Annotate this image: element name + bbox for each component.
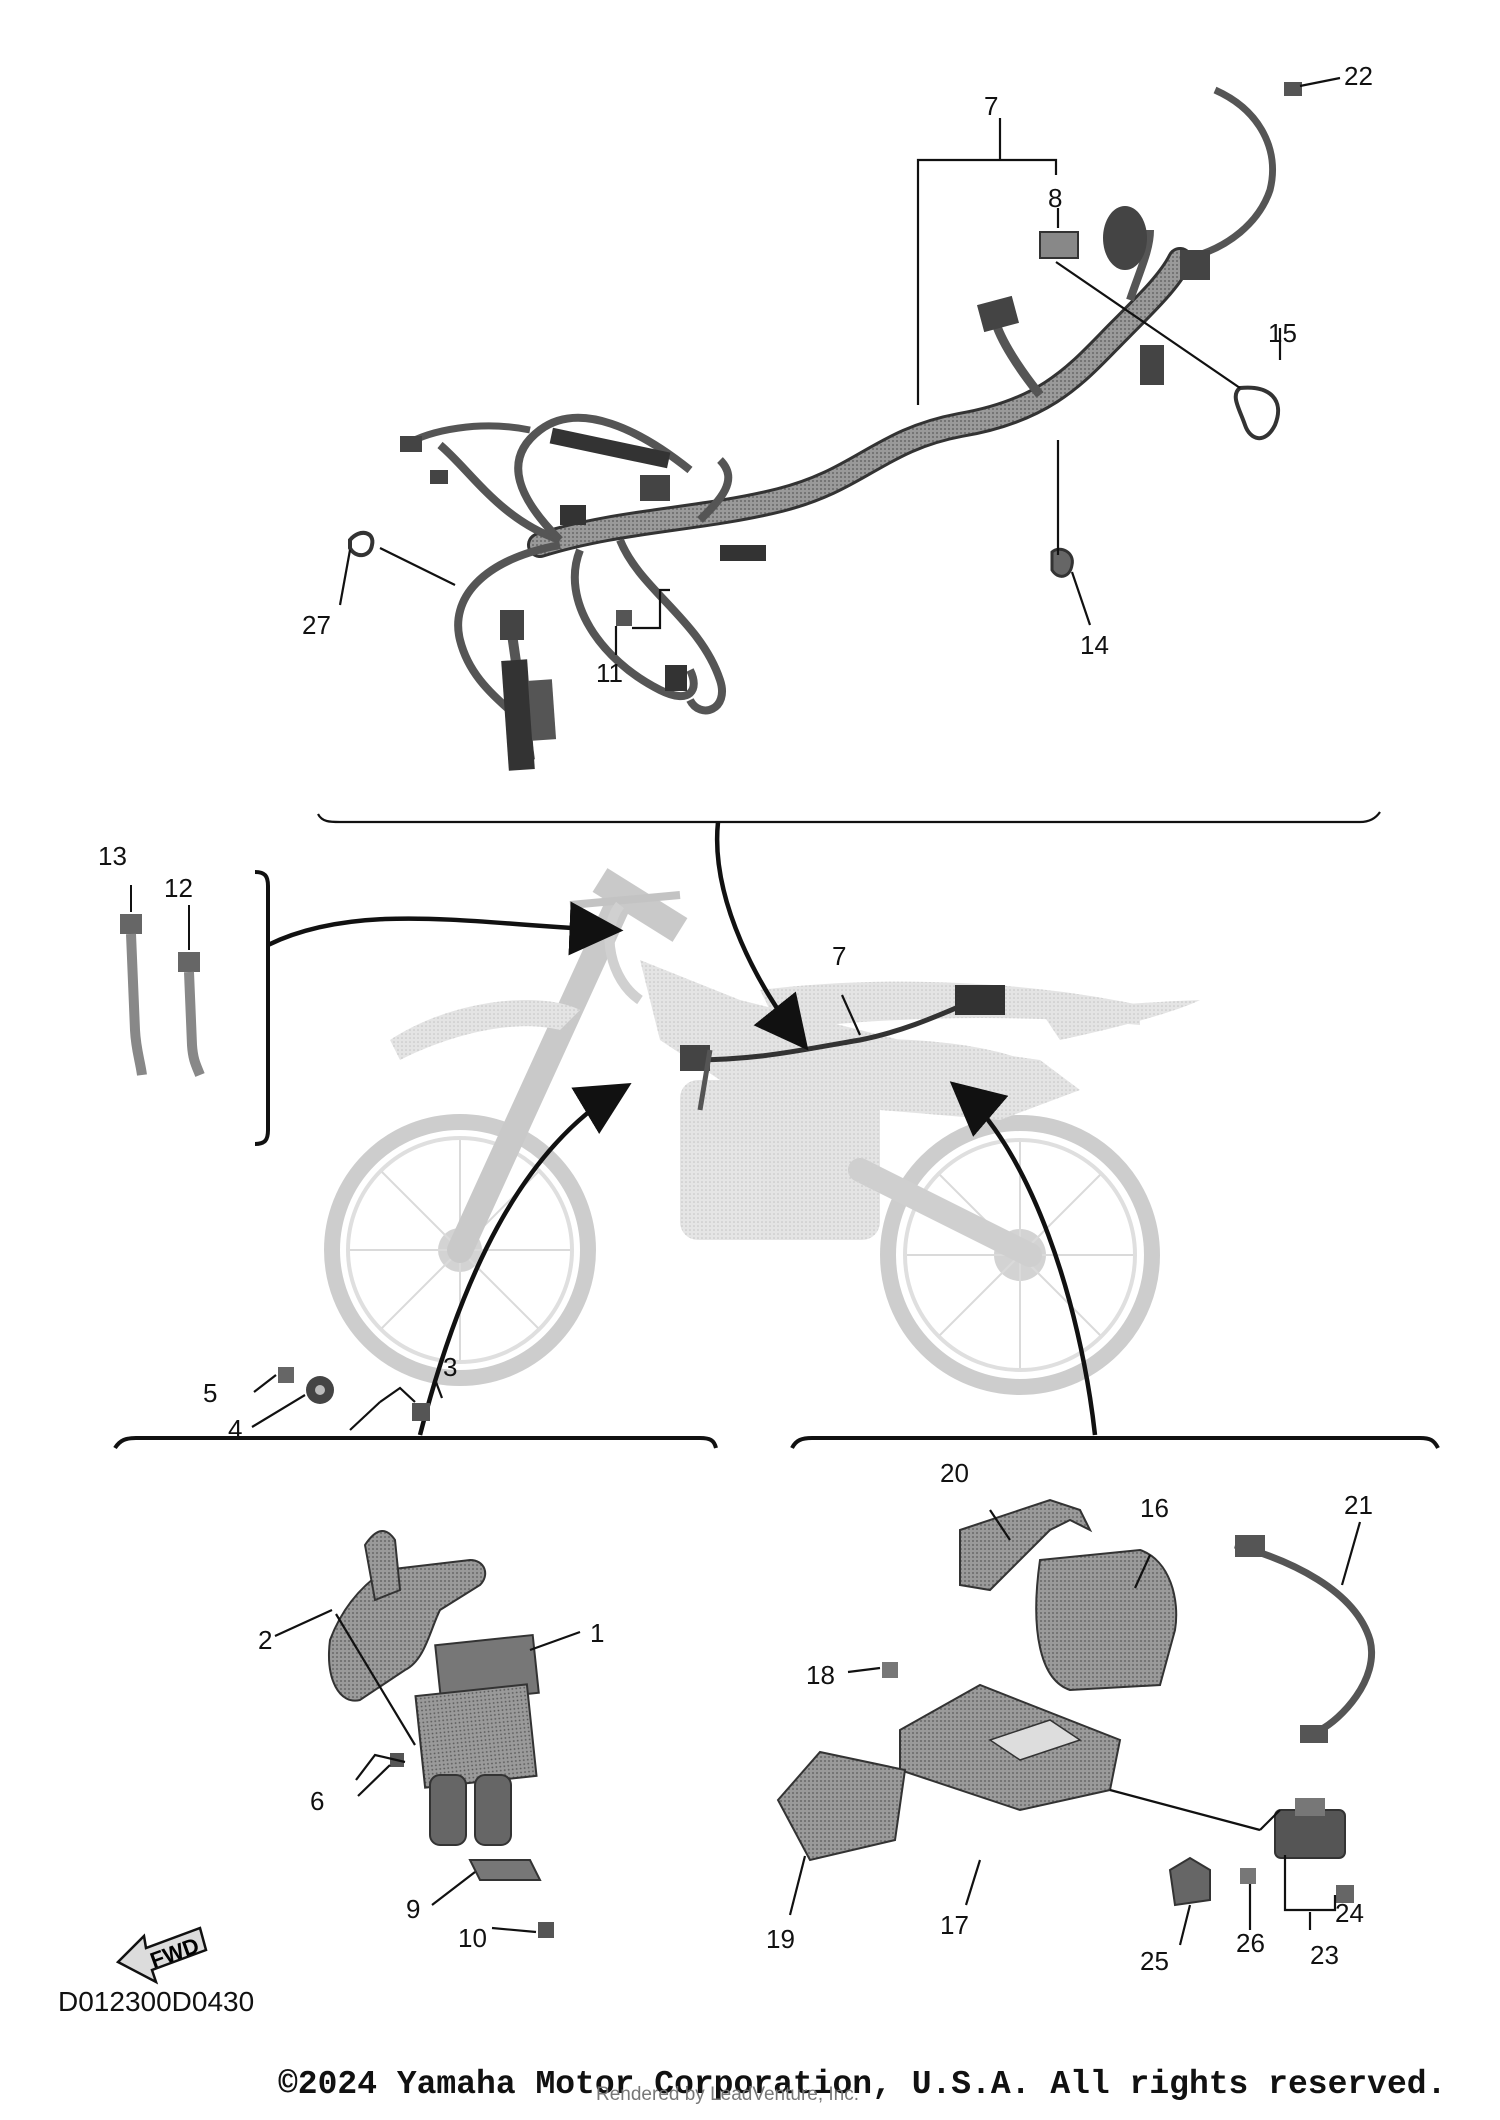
cable-ties xyxy=(120,885,205,1077)
callout-17: 17 xyxy=(940,1910,969,1940)
callout-12: 12 xyxy=(164,873,193,903)
callout-20: 20 xyxy=(940,1458,969,1488)
callout-16: 16 xyxy=(1140,1493,1169,1523)
middle-leaders xyxy=(267,821,1098,1436)
bottom-left-leaders xyxy=(251,1374,581,1934)
wire-harness xyxy=(348,82,1302,771)
bottom-right-leaders xyxy=(788,1509,1362,1946)
bottom-right-bracket xyxy=(790,1436,1440,1449)
callout-15: 15 xyxy=(1268,318,1297,348)
callout-13: 13 xyxy=(98,841,127,871)
left-bracket xyxy=(254,870,270,1146)
callout-25: 25 xyxy=(1140,1946,1169,1976)
callout-1: 1 xyxy=(590,1618,605,1648)
rendered-by-watermark: Rendered by LeadVenture, Inc. xyxy=(596,2084,860,2105)
callout-7-top: 7 xyxy=(984,91,999,121)
callout-23: 23 xyxy=(1310,1940,1339,1970)
callout-21: 21 xyxy=(1344,1490,1373,1520)
callout-9: 9 xyxy=(406,1894,421,1924)
top-leaders xyxy=(317,76,1381,824)
callout-26: 26 xyxy=(1236,1928,1265,1958)
ecu-assembly xyxy=(776,1498,1376,1907)
motorcycle-silhouette xyxy=(324,868,1200,1395)
callout-3: 3 xyxy=(443,1352,458,1382)
callout-24: 24 xyxy=(1335,1898,1364,1928)
fwd-arrow-icon xyxy=(115,1926,208,1985)
callout-14: 14 xyxy=(1080,630,1109,660)
callout-7-mid: 7 xyxy=(832,941,847,971)
callout-19: 19 xyxy=(766,1924,795,1954)
callout-22: 22 xyxy=(1344,61,1373,91)
callout-4: 4 xyxy=(228,1414,243,1444)
callout-6: 6 xyxy=(310,1786,325,1816)
callout-8: 8 xyxy=(1048,183,1063,213)
fwd-label: FWD xyxy=(147,1932,203,1973)
callout-27: 27 xyxy=(302,610,331,640)
harness-on-bike xyxy=(680,985,1005,1111)
bottom-left-bracket xyxy=(113,1436,718,1450)
callout-11: 11 xyxy=(596,658,623,688)
diagram-code: D012300D0430 xyxy=(58,1986,255,2017)
callout-5: 5 xyxy=(203,1378,218,1408)
callout-10: 10 xyxy=(458,1923,487,1953)
callout-18: 18 xyxy=(806,1660,835,1690)
copyright-notice: ©2024 Yamaha Motor Corporation, U.S.A. A… xyxy=(278,2066,1447,2103)
callout-2: 2 xyxy=(258,1625,273,1655)
